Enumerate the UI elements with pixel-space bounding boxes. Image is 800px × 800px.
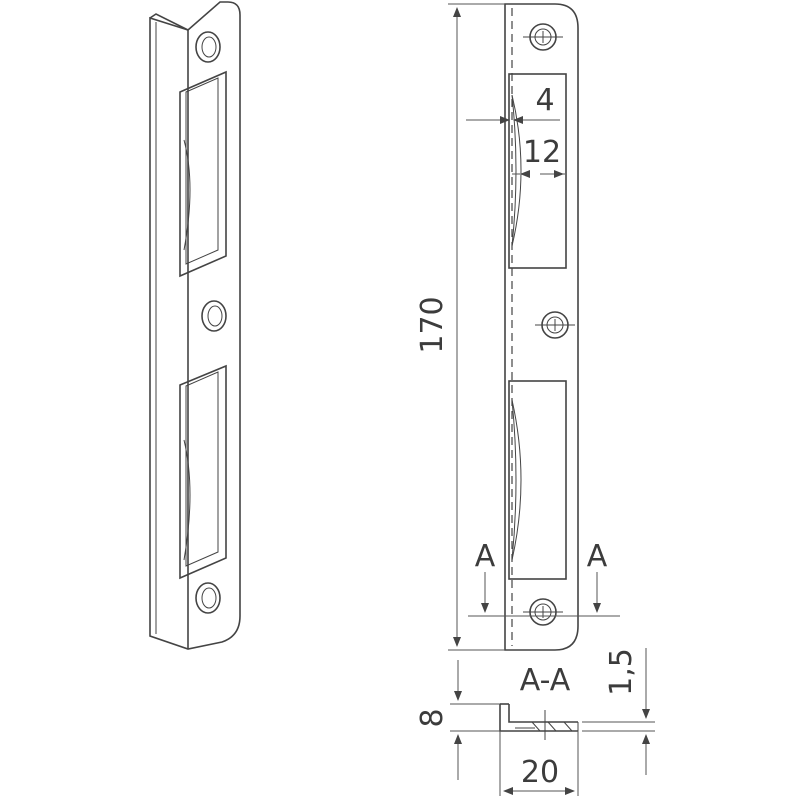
perspective-screw-hole-top <box>195 31 221 63</box>
dimension-depth-label: 8 <box>415 708 450 727</box>
dimension-width <box>499 731 579 796</box>
perspective-opening-top-inner <box>185 77 219 265</box>
dimension-depth <box>450 660 500 780</box>
section-profile <box>499 703 579 740</box>
perspective-opening-top-curve <box>183 139 191 251</box>
flange-top <box>149 13 189 31</box>
perspective-opening-bottom-inner <box>185 371 219 567</box>
plate-outline <box>149 1 241 650</box>
front-opening-top <box>508 73 567 269</box>
dimension-opening-label: 12 <box>523 135 561 170</box>
perspective-view <box>149 1 241 650</box>
dimension-length <box>448 3 505 651</box>
perspective-screw-hole-middle-inner <box>207 305 223 327</box>
perspective-screw-hole-top-inner <box>201 36 217 58</box>
front-view <box>504 3 579 651</box>
front-screw-top <box>523 23 563 51</box>
dimension-thickness-label: 1,5 <box>604 648 639 696</box>
section-line <box>468 572 620 617</box>
section-marker-left: A <box>475 539 496 574</box>
perspective-screw-hole-bottom <box>195 582 221 614</box>
perspective-opening-bottom <box>179 364 227 580</box>
dimension-width-label: 20 <box>521 755 559 790</box>
front-screw-bottom <box>523 598 563 626</box>
front-screw-middle <box>535 311 575 339</box>
dimension-length-label: 170 <box>415 296 450 353</box>
section-title: A-A <box>520 663 571 698</box>
dimension-inset-label: 4 <box>535 83 554 118</box>
perspective-opening-top <box>179 70 227 278</box>
dimension-thickness <box>582 648 655 775</box>
perspective-screw-hole-bottom-inner <box>201 587 217 609</box>
front-opening-bottom <box>508 380 567 580</box>
front-plate-outline <box>504 3 579 651</box>
section-marker-right: A <box>587 539 608 574</box>
perspective-opening-bottom-curve <box>183 439 191 561</box>
perspective-screw-hole-middle <box>201 300 227 332</box>
